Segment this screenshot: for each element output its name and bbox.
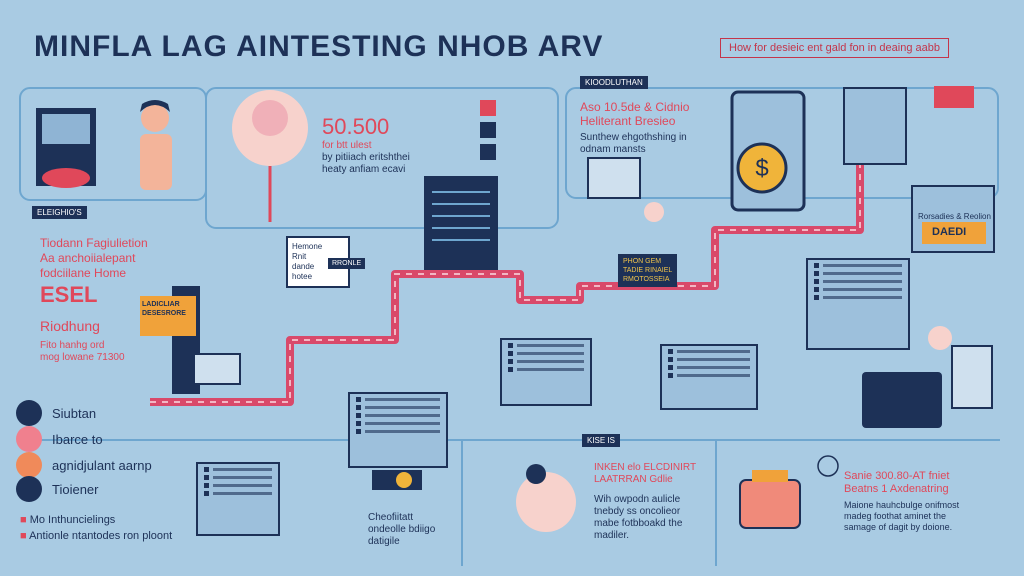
- person-head: [141, 104, 169, 132]
- phone-icon: [480, 144, 496, 160]
- legend-item: Tioiener: [16, 476, 98, 502]
- right-sign-text: DAEDI: [932, 226, 967, 238]
- stat-value: 50.500: [322, 114, 390, 139]
- document-illustration: [951, 345, 993, 409]
- panel-outline: [205, 87, 559, 229]
- truck-illustration: [739, 479, 801, 529]
- legend-dot: [16, 452, 42, 478]
- legend-label: Siubtan: [52, 405, 97, 421]
- legend-label: agnidjulant aarnp: [52, 457, 152, 473]
- register-illustration: [193, 353, 241, 385]
- bottom-mid-heading: INKEN elo ELCDINIRT LAATRRAN Gdlie: [594, 462, 697, 485]
- legend-label: Tioiener: [52, 481, 99, 497]
- person-circle-illustration: [516, 472, 576, 532]
- bottom-right-desc: Maione hauhcbulge onifmost madeg foothat…: [844, 500, 960, 532]
- brain-core: [252, 100, 288, 136]
- footnote: ■ Mo Inthuncielings: [20, 514, 116, 526]
- legend-dot: [16, 476, 42, 502]
- person-hair: [140, 100, 170, 112]
- info-card: [348, 392, 448, 468]
- server-tower: [424, 176, 498, 270]
- bottom-mid-desc: Wih owpodn aulicle tnebdy ss oncolieor m…: [594, 494, 683, 541]
- top-right-heading: Aso 10.5de & Cidnio Heliterant Bresieo: [580, 100, 690, 128]
- phone-icon: [480, 122, 496, 138]
- bottom-right-heading: Sanie 300.80-AT fniet Beatns 1 Axdenatri…: [844, 470, 950, 495]
- left-sub-text: Riodhung: [40, 318, 100, 334]
- stat-label: for btt ulest: [322, 140, 372, 151]
- truck-roof: [752, 470, 788, 482]
- legend-item: Ibarce to: [16, 426, 103, 452]
- tag-center: KISE IS: [582, 434, 621, 447]
- mini-card: [843, 87, 907, 165]
- tag-top-right: KIOODLUTHAN: [580, 76, 648, 89]
- progress-path: [150, 160, 864, 406]
- lamp-icon: [928, 326, 952, 350]
- left-big-text: ESEL: [40, 282, 98, 307]
- left-note: Fito hanhg ord mog lowane 71300: [40, 340, 125, 363]
- footnote-text: Mo Inthuncielings: [29, 514, 116, 526]
- info-card: [660, 344, 758, 410]
- mid-tag: PHON GEM TADIE RINAIEL RMOTOSSEIA: [618, 254, 678, 287]
- coin-icon: [736, 142, 788, 194]
- info-card: [806, 258, 910, 350]
- left-heading: Tiodann Fagiulietion Aa anchoiialepant f…: [40, 236, 148, 280]
- sign-board: [140, 296, 196, 336]
- globe-screen: [587, 157, 641, 199]
- bottom-center-text: Cheofiitatt ondeolle bdiigo datigile: [368, 512, 436, 547]
- flag-icon: [934, 86, 974, 108]
- legend-item: agnidjulant aarnp: [16, 452, 152, 478]
- phone-icon: [480, 100, 496, 116]
- top-right-desc: Sunthew ehgothshing in odnam mansts: [580, 132, 687, 155]
- sign-text: LADICLIAR DESESRORE: [142, 301, 186, 317]
- emoji-icon: [396, 472, 412, 488]
- info-card: [196, 462, 280, 536]
- legend-item: Siubtan: [16, 400, 96, 426]
- legend-label: Ibarce to: [52, 431, 103, 447]
- bubble-tag: RRONLE: [328, 258, 366, 269]
- legend-dot: [16, 400, 42, 426]
- coin-symbol: $: [755, 155, 768, 182]
- moon-icon: [817, 455, 839, 477]
- footnote-text: Antionle ntantodes ron ploont: [29, 530, 173, 542]
- subtitle-text: How for desieic ent gald fon in deaing a…: [729, 42, 940, 54]
- book-cover: [42, 114, 90, 144]
- stat-desc: by pitiiach eritshthei heaty anfiam ecav…: [322, 152, 410, 175]
- laptop-illustration: [862, 372, 942, 428]
- footnote: ■ Antionle ntantodes ron ploont: [20, 530, 173, 542]
- sign-plate: [922, 222, 986, 244]
- flower-decoration: [42, 168, 90, 188]
- info-card: [500, 338, 592, 406]
- page-title: MINFLA LAG AINTESTING NHOB ARV: [34, 30, 604, 63]
- right-sign-title: Rorsadies & Reolion: [918, 212, 991, 221]
- dollar-icon: [644, 202, 664, 222]
- subtitle: How for desieic ent gald fon in deaing a…: [720, 38, 949, 58]
- tag-left: ELEIGHIO'S: [32, 206, 87, 219]
- legend-dot: [16, 426, 42, 452]
- person-body: [140, 134, 172, 190]
- person-head: [526, 464, 546, 484]
